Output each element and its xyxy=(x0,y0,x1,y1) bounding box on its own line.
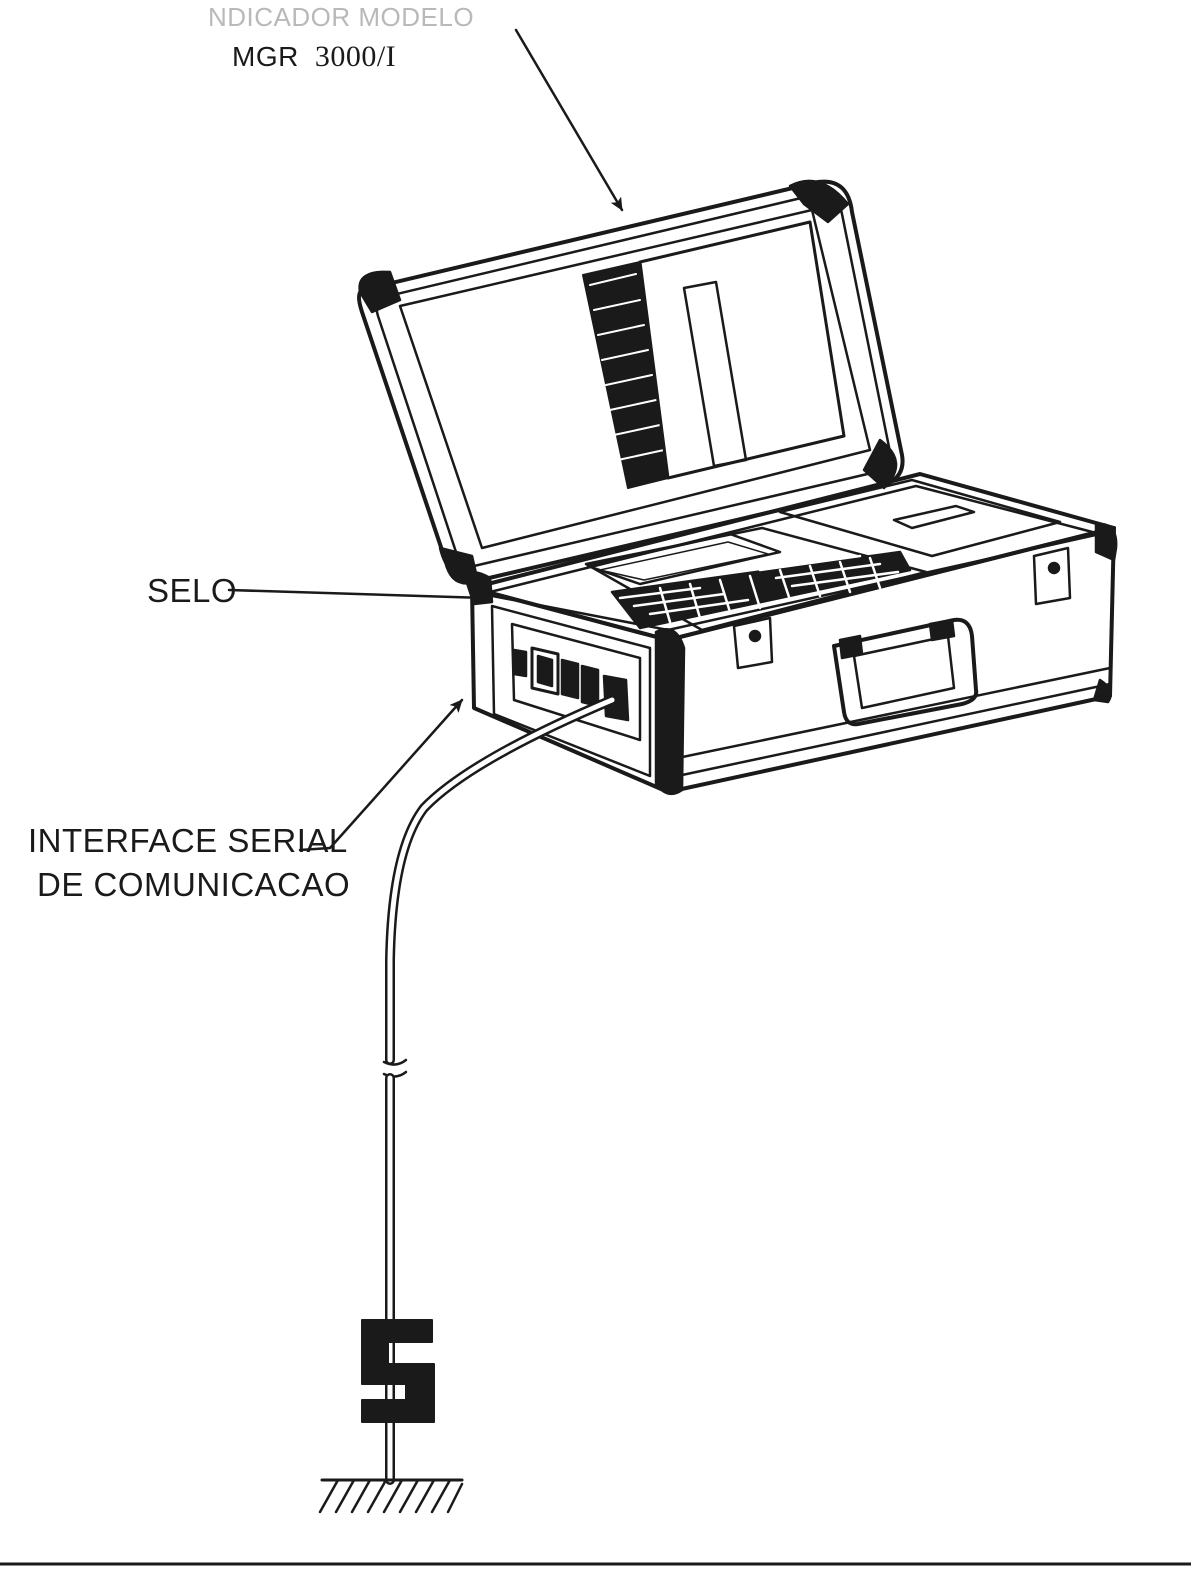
model-number: 3000/I xyxy=(314,40,397,73)
model-leader-line xyxy=(514,28,624,212)
serial-interface-label-line1: INTERFACE SERIAL xyxy=(28,822,348,859)
case-latches xyxy=(732,546,1072,670)
ground-clamp xyxy=(361,1319,435,1423)
case-lid xyxy=(357,179,905,585)
case-body xyxy=(464,472,1118,796)
ground-symbol xyxy=(318,1478,464,1514)
model-prefix: MGR xyxy=(232,41,299,72)
model-title: MGR 3000/I xyxy=(232,40,396,74)
serial-leader-line xyxy=(298,698,464,852)
control-panel xyxy=(584,478,1062,632)
carry-handle xyxy=(832,617,979,727)
serial-interface-label-line2: DE COMUNICACAO xyxy=(37,866,351,903)
model-title-faded: NDICADOR MODELO xyxy=(208,2,475,32)
seal-label: SELO xyxy=(147,572,238,609)
seal-leader-line xyxy=(227,588,487,600)
